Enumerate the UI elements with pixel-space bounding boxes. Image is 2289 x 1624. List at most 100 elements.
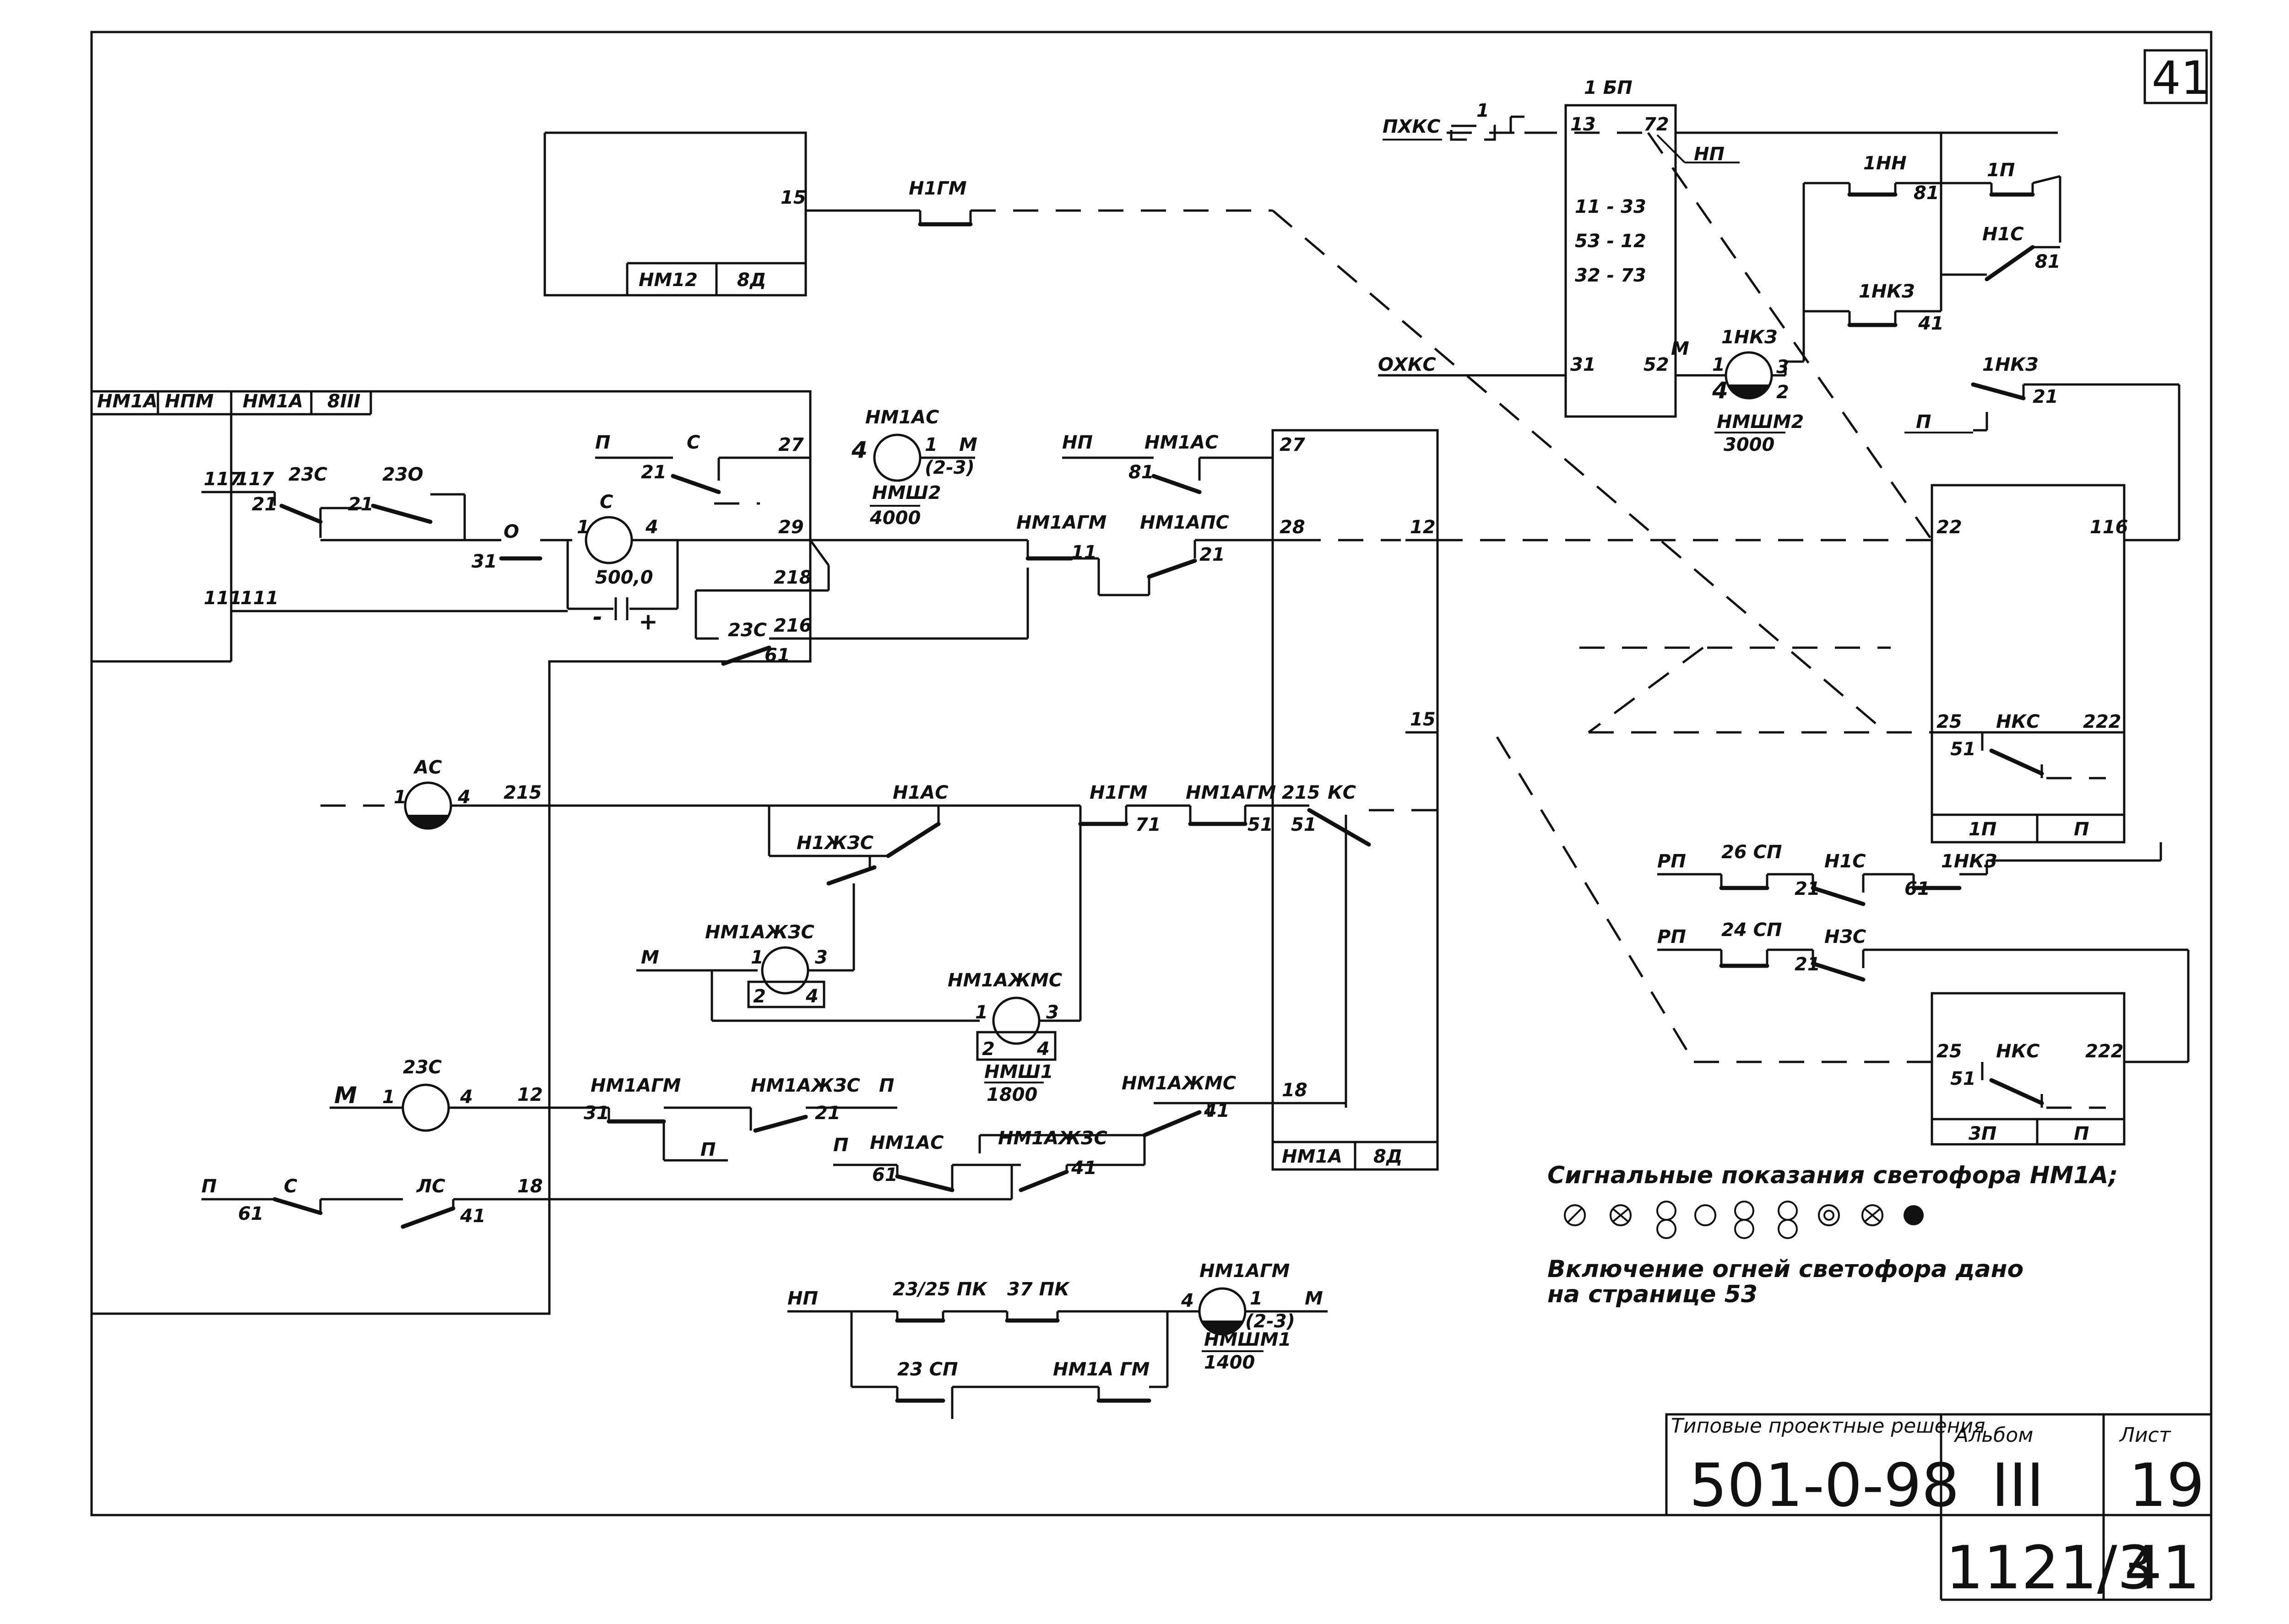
box-left: НМ1А НПМ НМ1А 8III 117 111	[92, 390, 812, 1315]
bc-12: 12	[517, 1084, 543, 1105]
mc-27: 27	[1280, 434, 1305, 455]
lc-218: 218	[774, 567, 812, 588]
nkz1-supply: М	[1671, 338, 1689, 359]
bc-c: С	[284, 1176, 297, 1197]
rm-1nkz: 1НКЗ	[1941, 851, 1997, 872]
box-mid-c2: 8Д	[1373, 1146, 1402, 1167]
ac-51b: 51	[1291, 814, 1317, 835]
mc-21: 21	[1199, 544, 1225, 565]
box-1p-t222: 222	[2083, 711, 2121, 732]
right-mid-circuit: РП 26 СП Н1С 1НКЗ 21 61 РП 24 СП НЗС	[1657, 842, 2190, 1063]
bc-41c: 41	[460, 1206, 486, 1227]
signal-line2: Включение огней светофора дано	[1547, 1256, 2023, 1283]
lc-23c: 23С	[288, 464, 327, 485]
ac-m: М	[641, 947, 659, 968]
cap-minus: -	[593, 604, 602, 630]
zhzs-p4: 4	[805, 986, 819, 1007]
rt-1nn: 1НН	[1863, 153, 1907, 174]
bp-t31: 31	[1570, 354, 1596, 375]
box-3p-51: 51	[1950, 1068, 1976, 1089]
tb-sheet-label: Лист	[2119, 1424, 2171, 1447]
lc-23c-b: 23С	[728, 620, 767, 641]
zhms-res: 1800	[987, 1084, 1037, 1105]
nm1as-name: НМ1АС	[865, 407, 939, 428]
rt-1nkz-b: 1НКЗ	[1982, 354, 2038, 375]
bc-61b: 61	[238, 1203, 264, 1224]
zhzs-p2: 2	[753, 986, 766, 1007]
rt-p: П	[1916, 411, 1931, 433]
relay-s-pin-l: 1	[577, 517, 590, 538]
box-3p-t222: 222	[2085, 1041, 2124, 1062]
rt-81: 81	[1914, 183, 1939, 204]
bc-nm1azhms: НМ1АЖМС	[1122, 1073, 1236, 1094]
box-top-c2: 8Д	[737, 270, 766, 291]
bp-np: НП	[1694, 144, 1725, 165]
npc-sp23: 23 СП	[897, 1359, 958, 1380]
nkz1-p2: 2	[1776, 382, 1789, 403]
bc-p2: П	[879, 1075, 894, 1096]
mc-28: 28	[1280, 517, 1305, 538]
bc-nm1agm: НМ1АГМ	[591, 1075, 681, 1096]
bp-t13: 13	[1570, 114, 1596, 135]
rm-26sp: 26 СП	[1721, 842, 1782, 863]
npc-pk2325: 23/25 ПК	[893, 1279, 988, 1300]
relay-s-value: 500,0	[595, 567, 653, 588]
nkz1-type: НМШМ2	[1717, 411, 1804, 433]
bottom-circuit: М 23С 1 4 12 НМ1АГМ 31 П НМ1АЖЗС 21 П НМ…	[201, 1057, 1346, 1229]
box-left-h2: НПМ	[165, 391, 214, 412]
mc-nm1as: НМ1АС	[1144, 432, 1218, 453]
box-1p-t22: 22	[1936, 517, 1962, 538]
zhms-p2: 2	[982, 1039, 995, 1060]
nm1as-pr2: (2-3)	[925, 457, 975, 478]
ac-n1as: Н1АС	[893, 782, 949, 803]
nm1as-pl: 4	[851, 437, 868, 463]
tb-sheet: 19	[2129, 1451, 2204, 1520]
nkz1-p1: 1	[1712, 354, 1725, 375]
zhzs-name: НМ1АЖЗС	[705, 922, 814, 943]
ac-215: 215	[504, 782, 542, 803]
bp-t52: 52	[1644, 354, 1669, 375]
nkz1-name: 1НКЗ	[1721, 327, 1777, 348]
signal-line3: на странице 53	[1547, 1281, 1757, 1308]
bp-pkhks: ПХКС	[1383, 116, 1440, 137]
npc-nm1agm: НМ1А ГМ	[1053, 1359, 1150, 1380]
box-left-h1: НМ1А	[97, 391, 157, 412]
box-top-terminal: 15	[781, 187, 806, 208]
tb-album: III	[1991, 1451, 2044, 1520]
left-circuit: - + С 500,0 1 4 П С 21 27 117 21 23С 23О…	[201, 432, 1029, 666]
contact-n1gm-top: Н1ГМ	[909, 178, 967, 199]
box-3p-nks: НКС	[1996, 1041, 2040, 1062]
corner-number: 41	[2152, 51, 2210, 105]
npc-np: НП	[787, 1288, 818, 1309]
box-1p-c2: П	[2074, 819, 2089, 840]
box-3p-t25: 25	[1936, 1041, 1962, 1062]
nkz1-res: 3000	[1724, 434, 1774, 455]
lc-c: С	[687, 432, 700, 453]
bc-p4: П	[201, 1176, 217, 1197]
ac-ks: КС	[1328, 782, 1356, 803]
zs23-name: 23С	[403, 1057, 442, 1078]
nm1as-supply: М	[959, 434, 977, 455]
box-left-h3: НМ1А	[243, 391, 303, 412]
bc-18: 18	[1282, 1080, 1307, 1101]
zhms-p3: 3	[1046, 1002, 1059, 1023]
mc-nm1agm: НМ1АГМ	[1016, 512, 1107, 533]
rm-24sp: 24 СП	[1721, 920, 1782, 941]
lc-216: 216	[774, 615, 812, 636]
nm1agm-pr: 1	[1250, 1288, 1263, 1309]
zhms-type: НМШ1	[984, 1061, 1053, 1083]
box-1bp: 1 БП 13 72 11 - 33 53 - 12 32 - 73 31 52…	[1378, 77, 2058, 418]
relay-zhms: НМ1АЖМС 1 3 2 4 НМШ1 1800	[948, 970, 1080, 1105]
bc-61: 61	[872, 1164, 898, 1186]
box-mid-c1: НМ1А	[1282, 1146, 1342, 1167]
zs23-m: М	[334, 1082, 357, 1109]
zhzs-p3: 3	[815, 947, 828, 968]
as-pr: 4	[457, 787, 471, 808]
nm1agm-supply: М	[1305, 1288, 1323, 1309]
rm-21b: 21	[1795, 954, 1820, 975]
lc-21a: 21	[641, 462, 667, 483]
ac-51: 51	[1248, 814, 1273, 835]
tb-caption: Типовые проектные решения	[1671, 1414, 1985, 1438]
zhms-p4: 4	[1036, 1039, 1050, 1060]
